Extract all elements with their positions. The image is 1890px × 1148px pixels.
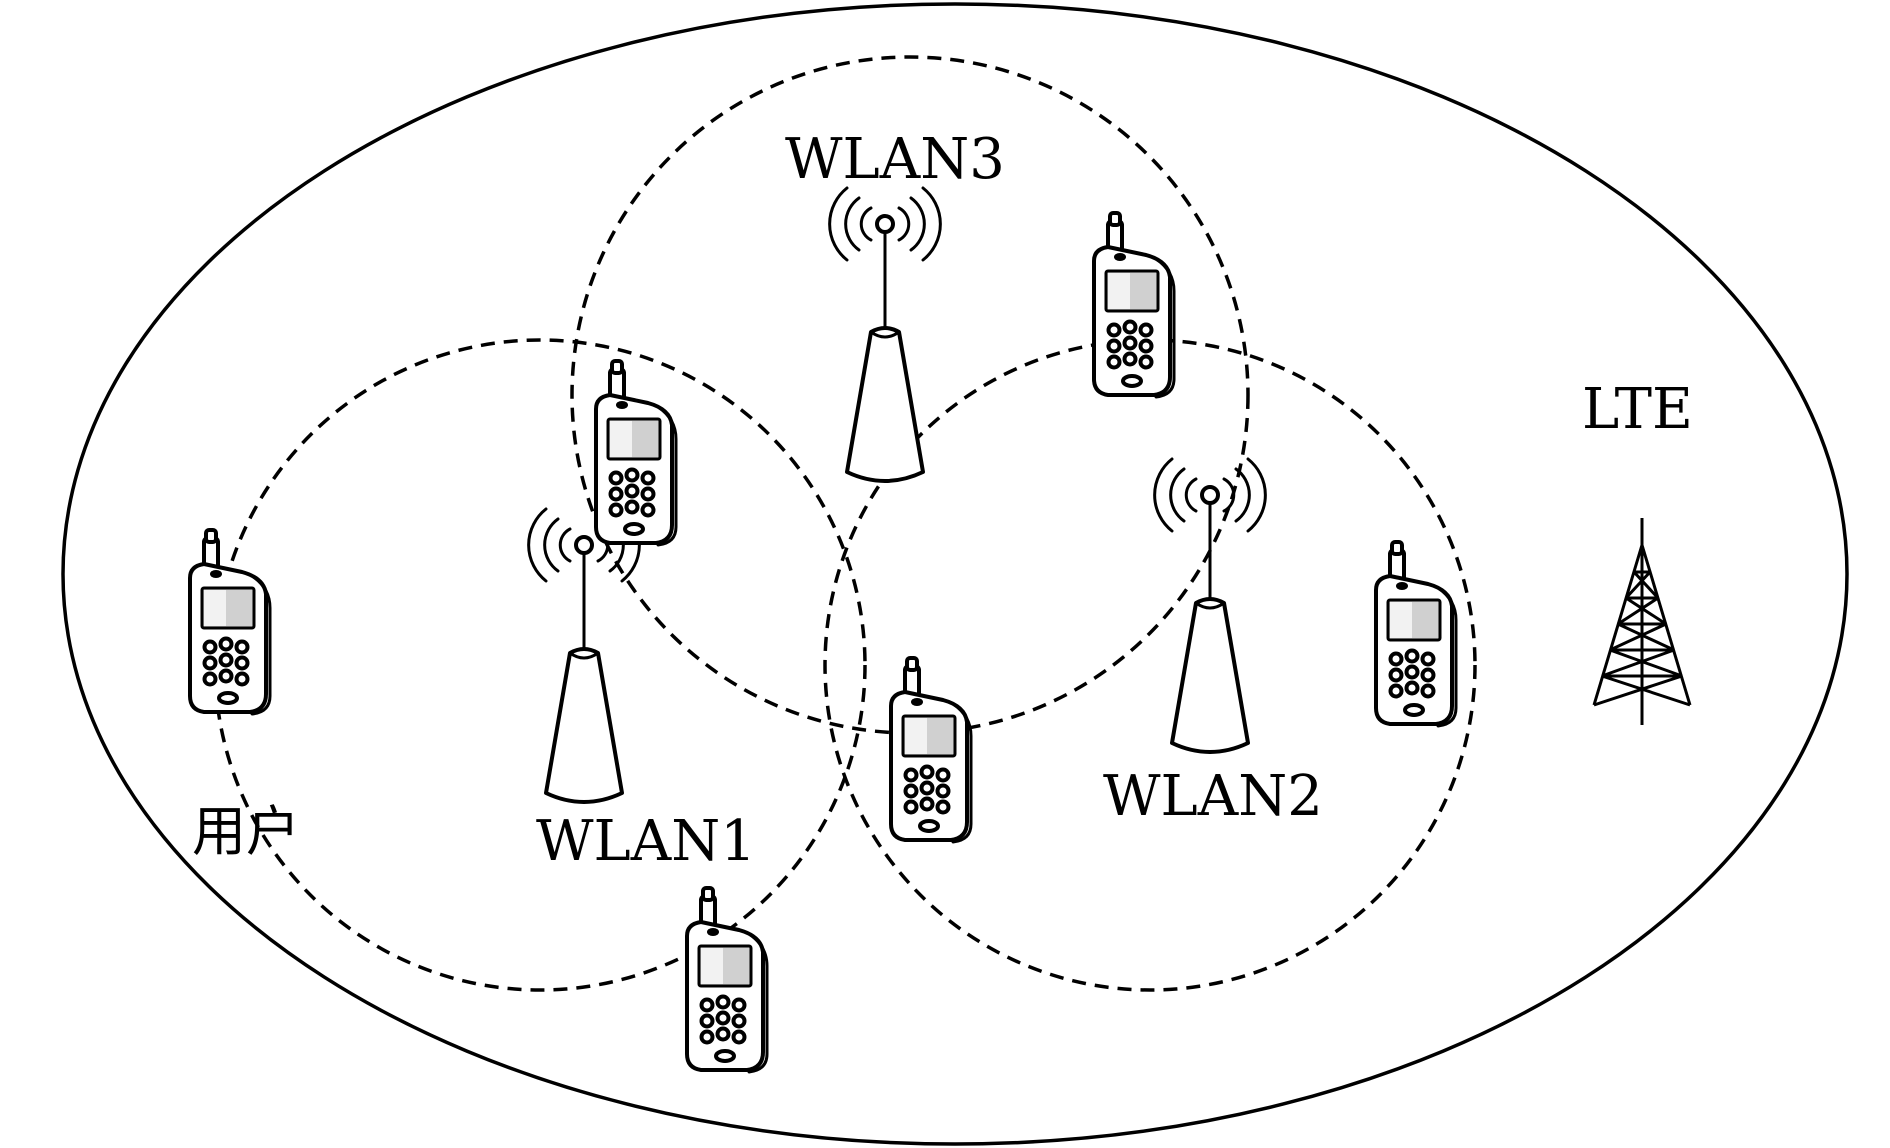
- wlan1-access-point-icon: [526, 507, 642, 804]
- mobile-phone-icon-bottom: [685, 886, 769, 1074]
- lte-coverage-area: [61, 2, 1849, 1146]
- wlan1-label: WLAN1: [536, 809, 756, 874]
- mobile-phone-icon-wlan3-wlan2: [1092, 211, 1176, 399]
- wlan1-coverage-circle: [213, 338, 867, 992]
- wlan3-access-point-icon: [827, 186, 943, 483]
- mobile-phone-icon-left: [188, 528, 272, 716]
- mobile-phone-icon-overlap: [889, 656, 973, 844]
- user-label: 用户: [192, 800, 300, 863]
- wlan2-access-point-icon: [1152, 457, 1268, 754]
- mobile-phone-icon-right: [1374, 540, 1458, 728]
- lte-label: LTE: [1582, 377, 1693, 442]
- lte-tower-icon: [1592, 518, 1692, 725]
- mobile-phone-icon-wlan1-wlan3: [594, 359, 678, 547]
- wlan2-label: WLAN2: [1103, 764, 1323, 829]
- wlan3-label: WLAN3: [785, 127, 1005, 192]
